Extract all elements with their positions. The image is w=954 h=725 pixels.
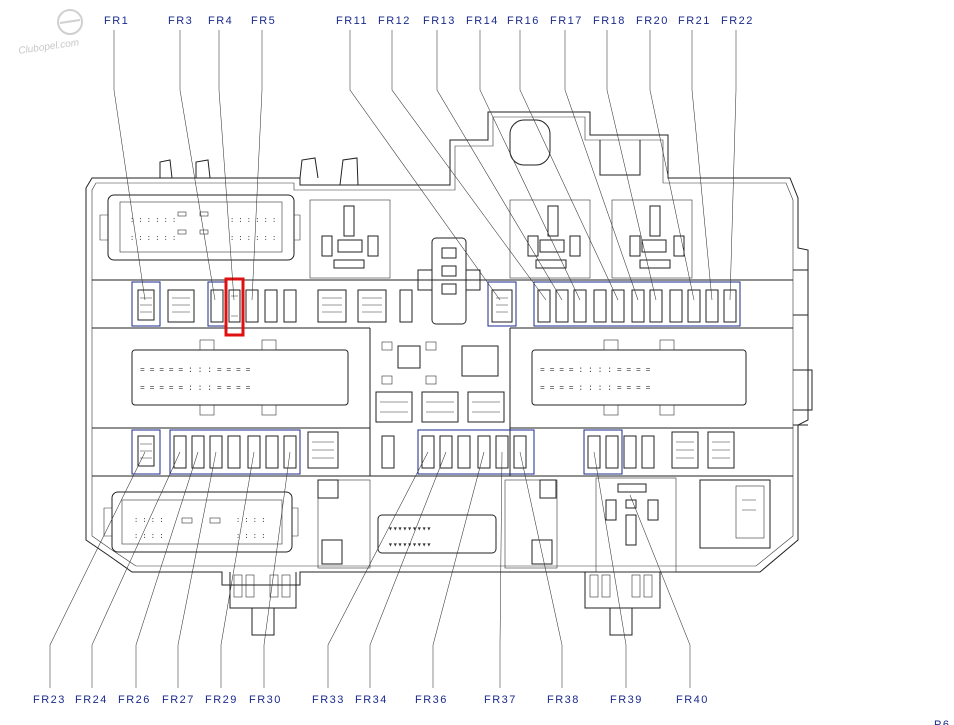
label-fr24: FR24 xyxy=(75,694,108,706)
svg-text:= = = = : : : : = = = =: = = = = : : : : = = = = xyxy=(540,384,651,393)
svg-text:: : : : : :: : : : : : : xyxy=(230,217,276,225)
connector-top-left: : : : : : : : : : : : : : : : : : : : : … xyxy=(99,194,301,261)
label-fr37: FR37 xyxy=(484,694,517,706)
label-fr29: FR29 xyxy=(205,694,238,706)
label-fr40: FR40 xyxy=(676,694,709,706)
label-fr30: FR30 xyxy=(249,694,282,706)
label-fr18: FR18 xyxy=(593,15,626,27)
label-fr27: FR27 xyxy=(162,694,195,706)
top-labels: FR1 FR3 FR4 FR5 FR11 FR12 FR13 FR14 FR16… xyxy=(104,15,754,27)
label-fr39: FR39 xyxy=(610,694,643,706)
connector-middle-left: = = = = = : : : = = = = = = = = = : : : … xyxy=(131,339,349,416)
label-fr26: FR26 xyxy=(118,694,151,706)
svg-text:= = = = = : : : = = = =: = = = = = : : : = = = = xyxy=(140,384,251,393)
highlighted-fuse-fr4 xyxy=(224,277,245,337)
label-fr33: FR33 xyxy=(312,694,345,706)
label-fr36: FR36 xyxy=(415,694,448,706)
label-fr34: FR34 xyxy=(355,694,388,706)
svg-text:: : : : : :: : : : : : : xyxy=(130,235,176,243)
label-fr16: FR16 xyxy=(507,15,540,27)
label-fr1: FR1 xyxy=(104,15,129,27)
svg-text:: : : :: : : : : xyxy=(134,533,163,541)
label-fr14: FR14 xyxy=(466,15,499,27)
svg-text:: : : :: : : : : xyxy=(236,517,265,525)
svg-text:: : : : : :: : : : : : : xyxy=(130,217,176,225)
label-fr4: FR4 xyxy=(208,15,233,27)
svg-text:= = = = : : : : = = = =: = = = = : : : : = = = = xyxy=(540,366,651,375)
label-fr23: FR23 xyxy=(33,694,66,706)
label-fr17: FR17 xyxy=(550,15,583,27)
relay-block-center xyxy=(375,341,505,423)
relay-area-top xyxy=(309,199,693,325)
connector-bottom-left: : : : : : : : : : : : : : : : : xyxy=(103,491,299,553)
label-fr38: FR38 xyxy=(547,694,580,706)
leader-lines xyxy=(49,30,737,688)
fuse-box-housing xyxy=(85,111,813,636)
label-fr21: FR21 xyxy=(678,15,711,27)
svg-text:▾▾▾▾▾▾▾▾▾: ▾▾▾▾▾▾▾▾▾ xyxy=(388,541,431,550)
svg-text:: : : : : :: : : : : : : xyxy=(230,235,276,243)
connector-bottom-center: ▾▾▾▾▾▾▾▾▾ ▾▾▾▾▾▾▾▾▾ xyxy=(317,479,558,569)
watermark-logo: Clubopel.com xyxy=(18,9,83,57)
page-corner-fragment: P6 xyxy=(934,719,950,725)
watermark-text: Clubopel.com xyxy=(18,37,80,56)
label-fr3: FR3 xyxy=(168,15,193,27)
label-fr5: FR5 xyxy=(251,15,276,27)
label-fr12: FR12 xyxy=(378,15,411,27)
label-fr11: FR11 xyxy=(336,15,368,27)
bottom-labels: FR23 FR24 FR26 FR27 FR29 FR30 FR33 FR34 … xyxy=(33,694,709,706)
relay-bottom-right xyxy=(595,477,771,573)
svg-text:▾▾▾▾▾▾▾▾▾: ▾▾▾▾▾▾▾▾▾ xyxy=(388,525,431,534)
svg-text:: : : :: : : : : xyxy=(236,533,265,541)
label-fr22: FR22 xyxy=(721,15,754,27)
upper-fuse-row xyxy=(131,281,741,327)
lower-fuse-row xyxy=(131,429,735,475)
label-fr20: FR20 xyxy=(636,15,669,27)
label-fr13: FR13 xyxy=(423,15,456,27)
connector-middle-right: = = = = : : : : = = = = = = = = : : : : … xyxy=(531,339,747,416)
svg-text:= = = = = : : : = = = =: = = = = = : : : = = = = xyxy=(140,366,251,375)
